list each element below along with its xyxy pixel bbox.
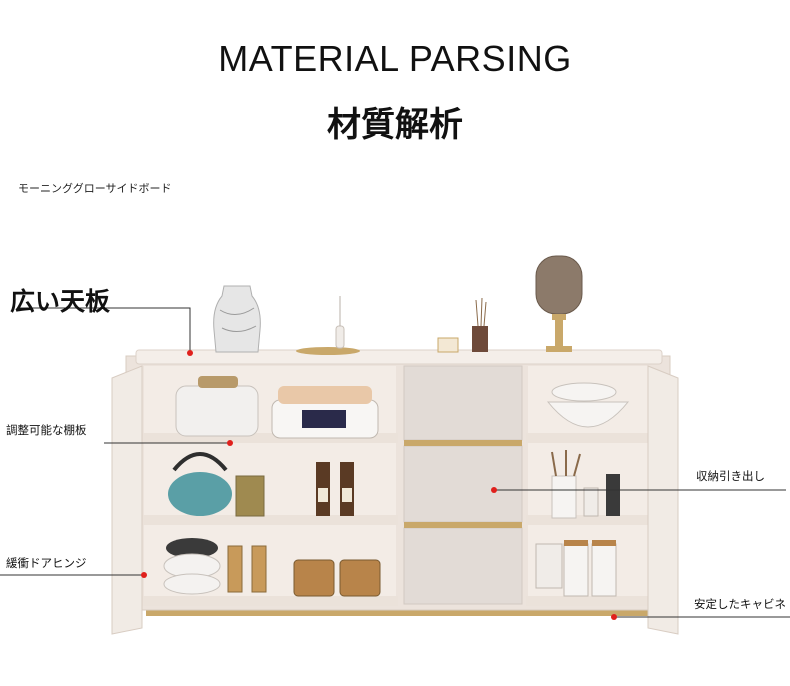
canisters: [535, 540, 617, 597]
left-shelf-1: [142, 433, 398, 443]
drawer-3: [403, 527, 523, 605]
product-name: モーニンググローサイドボード: [18, 182, 172, 195]
tray-decor: [296, 296, 360, 355]
page-title-en: MATERIAL PARSING: [218, 38, 572, 79]
hotpot: [271, 386, 379, 439]
feature-wide-top-label: 広い天板: [10, 287, 111, 316]
lamp-decor: [535, 255, 583, 352]
right-shelf-2: [526, 515, 650, 525]
spice-jar-1: [227, 545, 243, 593]
feature-adjustable-shelf-label: 調整可能な棚板: [6, 423, 87, 437]
gold-plinth: [146, 608, 648, 616]
drawer-2: [403, 445, 523, 523]
page-title-jp: 材質解析: [327, 105, 463, 145]
drawer-trim-2: [404, 522, 522, 528]
nut-jar-1: [293, 559, 335, 597]
bowls: [163, 538, 221, 595]
callout-dot-top: [187, 350, 193, 356]
vase-decor: [213, 285, 261, 353]
jar: [235, 475, 265, 517]
left-door: [111, 365, 143, 635]
bottles: [316, 462, 354, 516]
left-shelf-2: [142, 515, 398, 525]
callout-line-top: [18, 307, 191, 352]
utensil-holder: [551, 450, 620, 519]
feature-soft-hinge-label: 緩衝ドアヒンジ: [6, 556, 87, 570]
feature-drawers-label: 収納引き出し: [696, 469, 765, 483]
callout-dot-drawer: [491, 487, 497, 493]
left-bottom: [142, 596, 398, 606]
right-bowls: [546, 382, 630, 428]
callout-dot-stable: [611, 614, 617, 620]
right-shelf-1: [526, 433, 650, 443]
right-bottom: [526, 596, 650, 606]
feature-stable-cabinet-label: 安定したキャビネ: [694, 597, 786, 611]
kettle: [168, 452, 232, 516]
cabinet-top: [135, 349, 663, 365]
callout-dot-hinge: [141, 572, 147, 578]
spice-jar-2: [251, 545, 267, 593]
drawer-1: [403, 365, 523, 441]
drawer-trim-1: [404, 440, 522, 446]
right-door: [647, 365, 679, 635]
nut-jar-2: [339, 559, 381, 597]
toaster: [175, 376, 259, 437]
diffuser-decor: [437, 297, 488, 353]
callout-dot-shelf: [227, 440, 233, 446]
